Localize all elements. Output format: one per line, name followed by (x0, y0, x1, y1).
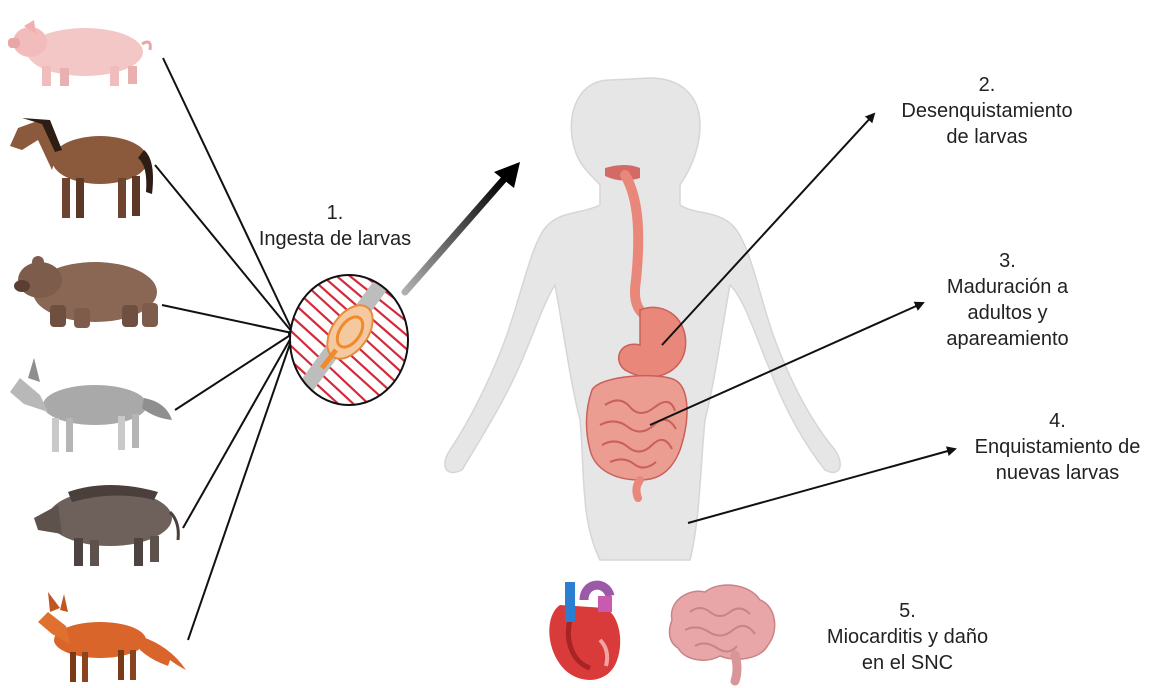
pig-icon (8, 20, 150, 86)
brain-icon (670, 585, 775, 681)
step-5-line-1: Miocarditis y daño (800, 624, 1015, 650)
step-5-line-2: en el SNC (800, 650, 1015, 676)
step-4-number: 4. (955, 408, 1160, 434)
boar-icon (34, 485, 178, 566)
step-3-line-2: adultos y (910, 300, 1105, 326)
step-3-line-3: apareamiento (910, 326, 1105, 352)
step-5-number: 5. (800, 598, 1015, 624)
step-4-label: 4. Enquistamiento de nuevas larvas (955, 408, 1160, 486)
step-1-label: 1. Ingesta de larvas (250, 200, 420, 252)
horse-icon (10, 118, 153, 218)
host-connector-lines (155, 58, 292, 640)
fox-icon (38, 592, 186, 682)
ingestion-arrow (405, 162, 520, 292)
step-3-number: 3. (910, 248, 1105, 274)
step-2-label: 2. Desenquistamiento de larvas (872, 72, 1102, 150)
wolf-icon (10, 358, 172, 452)
muscle-larva-lens (290, 262, 410, 410)
step-5-label: 5. Miocarditis y daño en el SNC (800, 598, 1015, 676)
heart-icon (549, 582, 620, 680)
step-3-line-1: Maduración a (910, 274, 1105, 300)
step-4-line-2: nuevas larvas (955, 460, 1160, 486)
step-2-number: 2. (872, 72, 1102, 98)
step-1-number: 1. (250, 200, 420, 226)
step-1-line-1: Ingesta de larvas (250, 226, 420, 252)
step-2-line-1: Desenquistamiento (872, 98, 1102, 124)
step-3-label: 3. Maduración a adultos y apareamiento (910, 248, 1105, 352)
bear-icon (14, 256, 158, 328)
step-2-line-2: de larvas (872, 124, 1102, 150)
step-4-line-1: Enquistamiento de (955, 434, 1160, 460)
